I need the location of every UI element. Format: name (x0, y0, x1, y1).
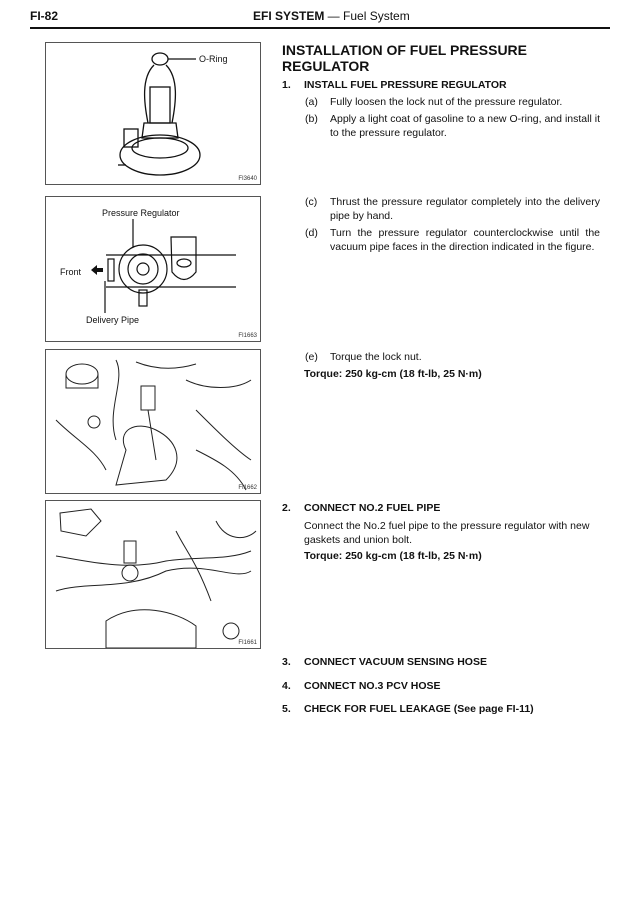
pressure-regulator-label: Pressure Regulator (102, 208, 180, 218)
section-title: EFI SYSTEM (253, 9, 325, 23)
o-ring-label: O-Ring (199, 54, 228, 64)
step-title: INSTALL FUEL PRESSURE REGULATOR (304, 79, 507, 91)
figure-connect-fuel-pipe: FI1661 (45, 500, 261, 649)
substep-text: Thrust the pressure regulator completely… (330, 196, 600, 222)
step-number: 2. (282, 502, 291, 514)
fuel-pipe-illustration (55, 508, 257, 648)
section-heading: INSTALLATION OF FUEL PRESSURE REGULATOR (282, 42, 528, 74)
step-2-text: Connect the No.2 fuel pipe to the pressu… (304, 520, 590, 546)
substep-text: Turn the pressure regulator counterclock… (330, 227, 600, 253)
header-rule (30, 27, 610, 29)
front-label: Front (60, 267, 82, 277)
substep-text: Apply a light coat of gasoline to a new … (330, 113, 600, 139)
figure-id: FI1663 (238, 333, 257, 339)
figure-id: FI3640 (238, 176, 257, 182)
step-title: CONNECT NO.2 FUEL PIPE (304, 502, 441, 514)
delivery-pipe-label: Delivery Pipe (86, 315, 140, 325)
figure-torque-lock-nut: FI1662 (45, 349, 261, 494)
step-number: 1. (282, 79, 291, 91)
substep-key: (e) (305, 351, 318, 363)
substep-b: (b) Apply a light coat of gasoline to a n… (305, 112, 600, 140)
substep-key: (d) (305, 227, 318, 239)
front-arrow-icon (91, 265, 103, 275)
substep-c: (c) Thrust the pressure regulator complet… (305, 195, 600, 223)
torque-spec: Torque: 250 kg-cm (18 ft-lb, 25 N·m) (304, 550, 482, 562)
substep-key: (a) (305, 96, 318, 108)
step-title: CHECK FOR FUEL LEAKAGE (See page FI-11) (304, 703, 534, 715)
step-number: 3. (282, 656, 291, 668)
subsection-title: Fuel System (343, 9, 410, 23)
step-title: CONNECT VACUUM SENSING HOSE (304, 656, 487, 668)
header-separator: — (324, 9, 344, 23)
figure-pressure-regulator: Pressure Regulator Front Delivery Pipe F… (45, 196, 261, 342)
figure-id: FI1661 (238, 640, 257, 646)
regulator-orientation-illustration (91, 219, 236, 313)
step-number: 4. (282, 680, 291, 692)
substep-key: (c) (305, 196, 318, 208)
step-title: CONNECT NO.3 PCV HOSE (304, 680, 441, 692)
torque-lock-nut-illustration (55, 359, 252, 491)
substep-text: Fully loosen the lock nut of the pressur… (330, 96, 563, 108)
substep-key: (b) (305, 113, 318, 125)
step-number: 5. (282, 703, 291, 715)
substep-d: (d) Turn the pressure regulator countercl… (305, 226, 600, 254)
torque-spec: Torque: 250 kg-cm (18 ft-lb, 25 N·m) (304, 368, 482, 380)
page-header: EFI SYSTEM — Fuel System (253, 9, 410, 23)
figure-id: FI1662 (238, 485, 257, 491)
substep-a: (a) Fully loosen the lock nut of the pres… (305, 95, 600, 109)
o-ring-illustration (118, 52, 201, 176)
figure-o-ring: O-Ring FI3640 (45, 42, 261, 185)
substep-e: (e) Torque the lock nut. (305, 350, 600, 364)
page-number: FI-82 (30, 9, 59, 23)
substep-text: Torque the lock nut. (330, 351, 422, 363)
